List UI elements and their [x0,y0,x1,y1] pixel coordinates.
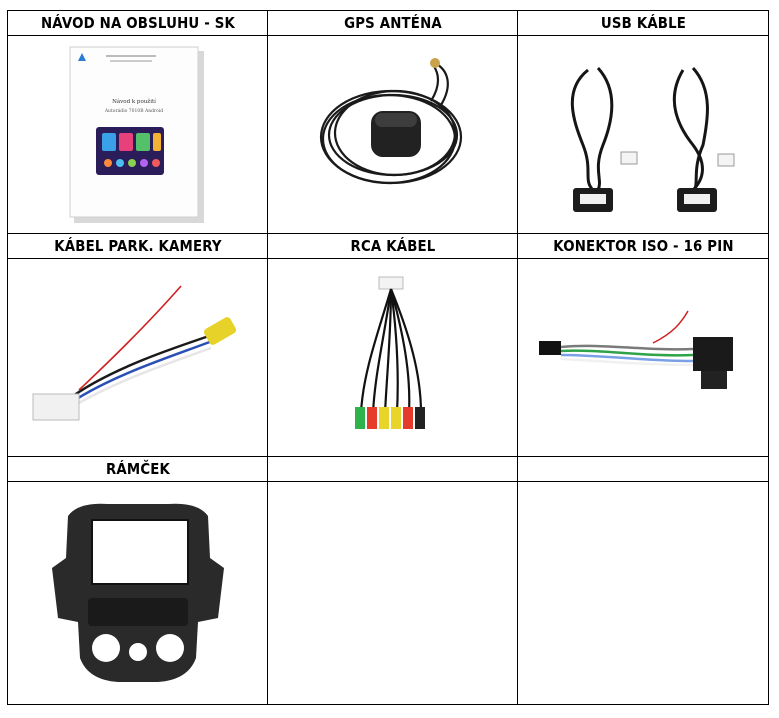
usb-cables-image [570,66,735,212]
header-empty-2 [534,456,752,482]
frame-image [51,503,224,682]
gps-antenna-image [319,57,462,184]
header-parking-camera-cable: KÁBEL PARK. KAMERY [25,233,250,259]
accessories-table: NÁVOD NA OBSLUHU - SK GPS ANTÉNA USB KÁB… [7,10,769,705]
header-manual: NÁVOD NA OBSLUHU - SK [25,10,250,36]
header-empty-1 [284,456,501,482]
header-gps-antenna: GPS ANTÉNA [284,10,501,36]
iso-connector-image-cell [517,258,769,457]
parking-camera-cable-image [32,284,236,420]
frame-image-cell [7,481,268,705]
header-usb-cables: USB KÁBLE [534,10,752,36]
parking-camera-cable-image-cell [7,258,268,457]
empty-cell-1 [267,481,518,705]
header-frame: RÁMČEK [25,456,250,482]
svg-text:Autorádio 7010B Android: Autorádio 7010B Android [103,107,162,114]
rca-cable-image [354,276,425,429]
iso-connector-image [539,310,733,389]
usb-cables-image-cell [517,35,769,234]
header-rca-cable: RCA KÁBEL [284,233,501,259]
svg-text:Návod k použití: Návod k použití [112,98,156,105]
gps-antenna-image-cell [267,35,518,234]
empty-cell-2 [517,481,769,705]
header-iso-connector: KONEKTOR ISO - 16 PIN [534,233,752,259]
manual-image: Návod k použití Autorádio 7010B Android [69,46,204,223]
rca-cable-image-cell [267,258,518,457]
manual-image-cell: Návod k použití Autorádio 7010B Android [7,35,268,234]
